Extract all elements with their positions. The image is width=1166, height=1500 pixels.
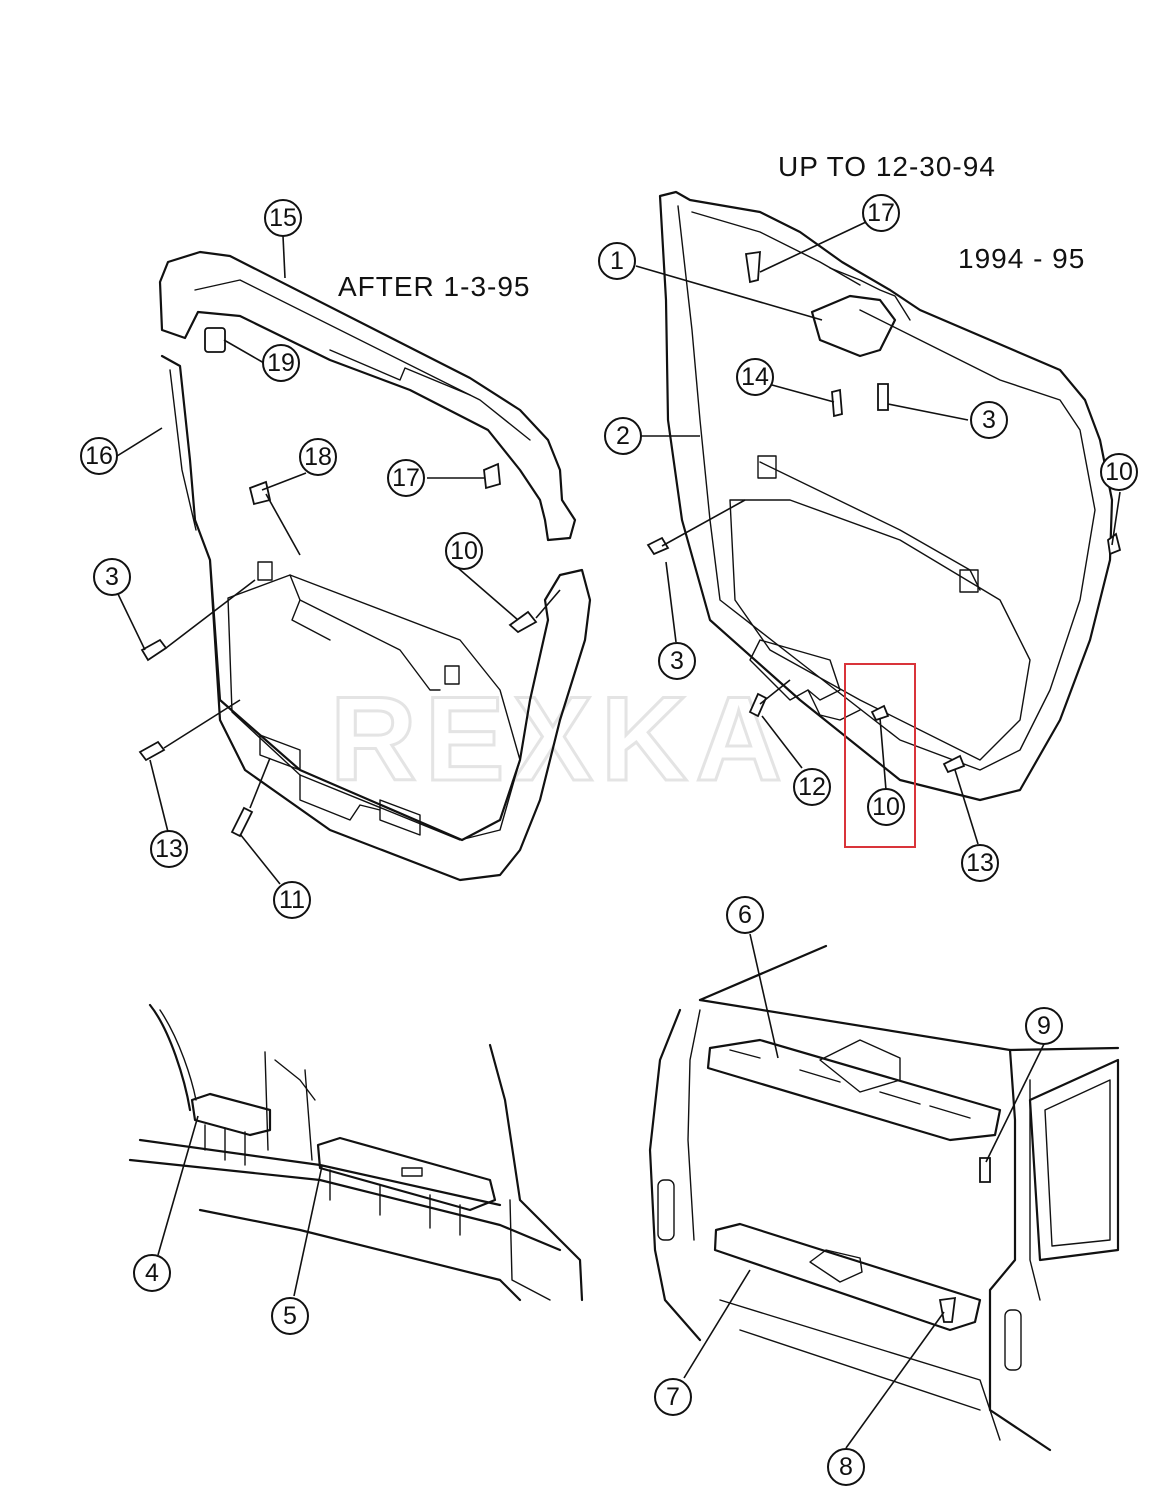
callout-6: 6 <box>726 896 764 934</box>
callout-11: 11 <box>273 881 311 919</box>
callout-8: 8 <box>827 1448 865 1486</box>
svg-text:10: 10 <box>450 537 478 565</box>
callout-9: 9 <box>1025 1007 1063 1045</box>
watermark: REXKA <box>330 672 790 806</box>
callout-3-right-lower: 3 <box>658 642 696 680</box>
callout-17-right: 17 <box>862 194 900 232</box>
svg-text:8: 8 <box>839 1453 853 1481</box>
svg-text:4: 4 <box>145 1259 159 1287</box>
svg-text:9: 9 <box>1037 1012 1051 1040</box>
svg-text:16: 16 <box>85 442 113 470</box>
svg-text:2: 2 <box>616 422 630 450</box>
svg-text:7: 7 <box>666 1383 680 1411</box>
svg-text:3: 3 <box>670 647 684 675</box>
heading-up-to: UP TO 12-30-94 <box>778 151 996 182</box>
svg-text:11: 11 <box>279 886 305 914</box>
svg-text:3: 3 <box>982 406 996 434</box>
callout-5: 5 <box>271 1297 309 1335</box>
svg-text:6: 6 <box>738 901 752 929</box>
callout-10-highlighted: 10 <box>867 788 905 826</box>
sill-plate-assembly <box>128 1003 584 1302</box>
svg-text:5: 5 <box>283 1302 297 1330</box>
svg-text:10: 10 <box>1105 458 1133 486</box>
callout-1: 1 <box>598 242 636 280</box>
svg-text:18: 18 <box>304 443 332 471</box>
svg-text:15: 15 <box>269 204 297 232</box>
callout-19: 19 <box>262 344 300 382</box>
svg-text:12: 12 <box>798 773 826 801</box>
callout-13-left: 13 <box>150 830 188 868</box>
callout-3-left: 3 <box>93 558 131 596</box>
callout-13-right: 13 <box>961 844 999 882</box>
highlight-box-part-10 <box>844 663 916 848</box>
callout-17-left: 17 <box>387 459 425 497</box>
svg-text:13: 13 <box>966 849 994 877</box>
svg-text:10: 10 <box>872 793 900 821</box>
svg-text:1: 1 <box>610 247 624 275</box>
callout-10-left: 10 <box>445 532 483 570</box>
svg-text:13: 13 <box>155 835 183 863</box>
svg-text:19: 19 <box>267 349 295 377</box>
callout-7: 7 <box>654 1378 692 1416</box>
rear-opening-assembly <box>648 944 1120 1452</box>
callout-3-right-upper: 3 <box>970 401 1008 439</box>
heading-years: 1994 - 95 <box>958 243 1085 274</box>
callout-15: 15 <box>264 199 302 237</box>
liftgate-trim-panel-1994-95 <box>646 190 1122 802</box>
callout-4: 4 <box>133 1254 171 1292</box>
svg-text:3: 3 <box>105 563 119 591</box>
callout-18: 18 <box>299 438 337 476</box>
callout-2: 2 <box>604 417 642 455</box>
callout-14: 14 <box>736 358 774 396</box>
svg-text:17: 17 <box>867 199 895 227</box>
callout-10-right: 10 <box>1100 453 1138 491</box>
svg-text:14: 14 <box>741 363 769 391</box>
callout-12: 12 <box>793 768 831 806</box>
heading-after: AFTER 1-3-95 <box>338 271 531 302</box>
callout-16: 16 <box>80 437 118 475</box>
svg-text:17: 17 <box>392 464 420 492</box>
